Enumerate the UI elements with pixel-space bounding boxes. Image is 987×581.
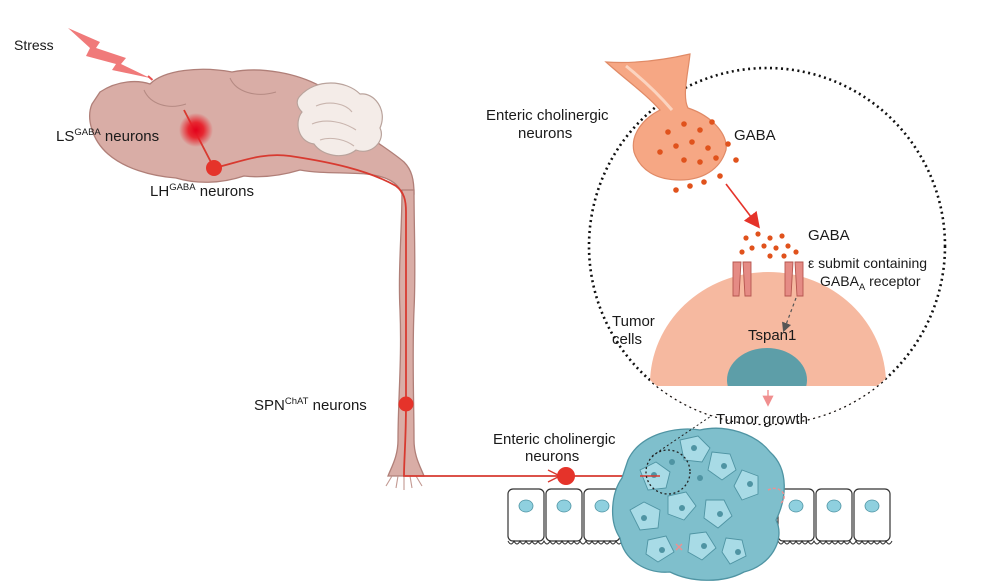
receptor-channel-icon [732, 261, 804, 297]
presynaptic-terminal [604, 53, 727, 181]
spn-chat-label: SPNChAT neurons [254, 396, 367, 414]
gaba-vesicles-terminal [657, 119, 739, 193]
receptor-label-line1: ε submit containing [808, 255, 927, 271]
lh-gaba-neuron [206, 160, 222, 176]
tspan1-label: Tspan1 [748, 327, 796, 344]
enteric-inset-label-line2: neurons [518, 125, 572, 142]
tumor-mass [611, 427, 785, 581]
ls-gaba-neurons-glow [179, 113, 213, 147]
neural-pathway [213, 154, 640, 477]
gaba-receptor-label: GABA [808, 227, 850, 244]
gaba-release-arrow [725, 183, 760, 229]
tumor-cells-label-line1: Tumor [612, 313, 655, 330]
gaba-molecules-receptor [739, 231, 799, 259]
lightning-bolt-icon [68, 28, 150, 78]
spn-chat-neuron [398, 396, 414, 412]
enteric-cholinergic-neuron [557, 467, 575, 485]
zoom-region-circle [645, 449, 691, 495]
inset-magnification: GABA GABA ε submit containing GABAA rece… [587, 53, 947, 426]
cerebellum [296, 82, 383, 157]
ls-gaba-label: LSGABA neurons [56, 127, 159, 145]
intestinal-epithelium [507, 488, 893, 545]
stress-label: Stress [14, 37, 54, 53]
tumor-cells-label-line2: cells [612, 331, 642, 348]
enteric-inset-label-line1: Enteric cholinergic [486, 107, 609, 124]
tumor-growth-label: Tumor growth [716, 411, 808, 428]
receptor-label-line2: GABAA receptor [820, 273, 921, 293]
enteric-bottom-label-line2: neurons [525, 448, 579, 465]
enteric-bottom-label-line1: Enteric cholinergic [493, 431, 616, 448]
lh-gaba-label: LHGABA neurons [150, 182, 254, 200]
gaba-release-label: GABA [734, 127, 776, 144]
